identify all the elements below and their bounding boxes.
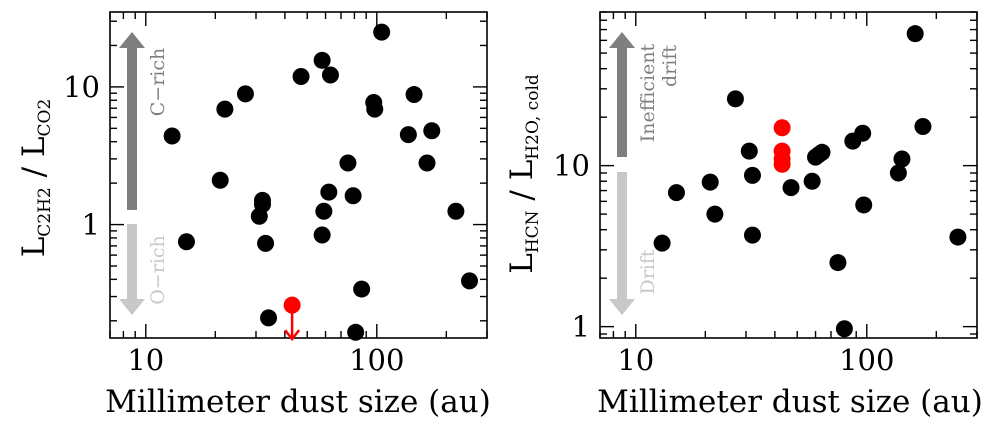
arrow-down-shaft <box>617 172 627 303</box>
x-axis-label-right: Millimeter dust size (au) <box>597 384 983 420</box>
data-point <box>461 272 479 290</box>
data-point <box>854 124 872 142</box>
arrow-up-shaft <box>127 44 137 210</box>
data-point <box>253 191 271 209</box>
data-point <box>889 164 907 182</box>
data-point <box>236 85 254 103</box>
y-tick-label: 1 <box>572 310 590 344</box>
data-point <box>405 86 423 104</box>
data-point <box>177 233 195 251</box>
x-tick-label: 100 <box>349 343 404 377</box>
data-point <box>701 173 719 191</box>
y-tick-label: 10 <box>63 70 100 104</box>
data-point <box>829 254 847 272</box>
data-point <box>260 309 278 327</box>
inefficient-drift-label-2: drift <box>659 45 681 87</box>
data-point <box>347 323 365 341</box>
highlight-point <box>773 119 791 137</box>
data-point <box>313 226 331 244</box>
arrow-down-head <box>119 299 145 315</box>
data-point <box>339 154 357 172</box>
data-point <box>893 150 911 168</box>
data-point <box>320 183 338 201</box>
c-rich-label: C−rich <box>147 48 169 117</box>
x-axis-label-left: Millimeter dust size (au) <box>105 384 491 420</box>
data-point <box>782 179 800 197</box>
data-point <box>813 143 831 161</box>
data-point <box>906 25 924 43</box>
data-point <box>726 90 744 108</box>
o-rich-label: O−rich <box>147 235 169 305</box>
x-tick-label: 100 <box>839 343 894 377</box>
data-point <box>667 184 685 202</box>
data-point <box>399 126 417 144</box>
data-point <box>855 196 873 214</box>
drift-label: Drift <box>637 249 659 294</box>
arrow-up-head <box>609 32 635 48</box>
data-point <box>211 171 229 189</box>
data-point <box>257 234 275 252</box>
data-point <box>216 100 234 118</box>
data-point <box>835 320 853 338</box>
data-point <box>653 234 671 252</box>
data-point <box>313 51 331 69</box>
data-point <box>321 66 339 84</box>
data-point <box>344 187 362 205</box>
y-tick-label: 10 <box>553 149 590 183</box>
x-tick-label: 10 <box>127 343 164 377</box>
data-point <box>315 202 333 220</box>
data-point <box>292 68 310 86</box>
data-point <box>447 202 465 220</box>
data-point <box>423 122 441 140</box>
data-point <box>418 154 436 172</box>
data-point <box>803 172 821 190</box>
data-point <box>706 205 724 223</box>
arrow-up-head <box>119 32 145 48</box>
arrow-up-shaft <box>617 44 627 157</box>
panel-right: 10 100 1 10 Inefficient drift Drift Millime… <box>504 11 983 420</box>
plot-frame-right <box>599 11 978 339</box>
arrow-down-shaft <box>127 224 137 303</box>
data-point <box>914 118 932 136</box>
highlight-point <box>773 155 791 173</box>
panel-left: 10 100 1 10 C−rich O−rich Millimeter dust s… <box>16 11 491 420</box>
inefficient-drift-label-1: Inefficient <box>637 43 659 142</box>
data-point <box>373 23 391 41</box>
data-point <box>163 127 181 145</box>
data-point <box>740 142 758 160</box>
x-tick-label: 10 <box>617 343 654 377</box>
y-axis-label-left: LC2H2 / LCO2 <box>16 99 55 258</box>
data-point <box>949 228 967 246</box>
data-point <box>353 280 371 298</box>
y-tick-label: 1 <box>82 208 100 242</box>
arrow-down-head <box>609 299 635 315</box>
y-axis-label-right: LHCN / LH2O, cold <box>504 74 543 274</box>
upper-limit-arrow-head <box>284 329 301 342</box>
data-point <box>366 100 384 118</box>
data-point <box>743 166 761 184</box>
data-point <box>743 226 761 244</box>
plot-frame-left <box>109 11 488 339</box>
